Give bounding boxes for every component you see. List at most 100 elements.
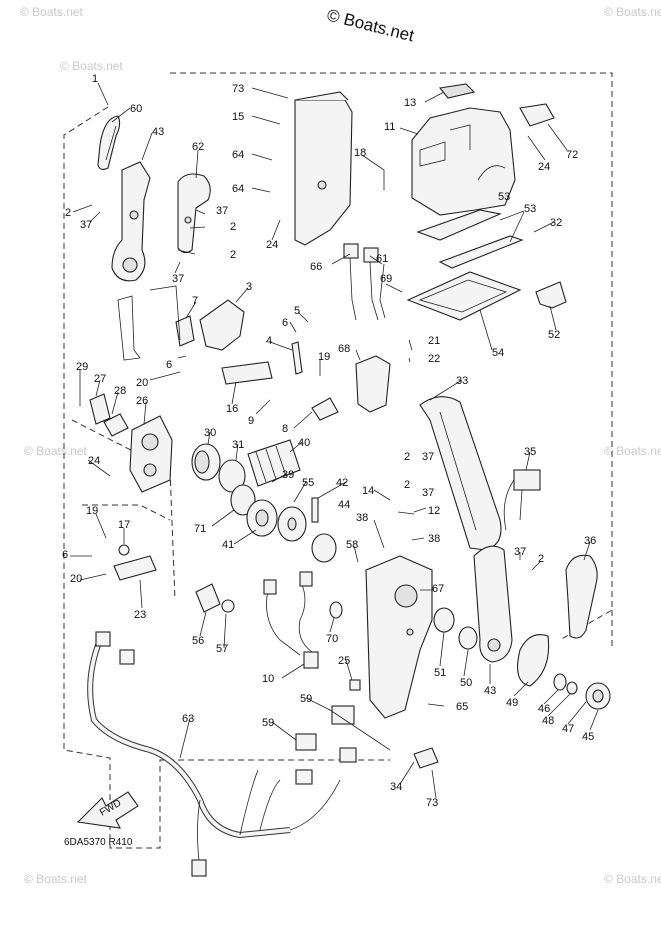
label-48: 48 <box>542 715 554 727</box>
label-37: 37 <box>80 219 92 231</box>
part-46-washer <box>553 673 567 691</box>
part-28-gasket <box>103 413 129 437</box>
part-26-housing <box>129 415 173 493</box>
part-mounting-plate <box>294 91 353 246</box>
label-13: 13 <box>404 97 416 109</box>
label-4: 4 <box>266 335 272 347</box>
label-11: 11 <box>384 121 395 133</box>
watermark-top-right: © Boats.net <box>604 5 661 19</box>
label-26: 26 <box>136 395 148 407</box>
label-29: 29 <box>76 361 88 373</box>
label-43: 43 <box>484 685 496 697</box>
label-37: 37 <box>514 546 526 558</box>
label-27: 27 <box>94 373 106 385</box>
label-2: 2 <box>538 553 544 565</box>
label-62: 62 <box>192 141 204 153</box>
part-55-washer <box>277 506 307 542</box>
label-6: 6 <box>166 359 172 371</box>
part-57-ring <box>221 599 235 613</box>
part-7-bracket <box>175 315 195 347</box>
label-60: 60 <box>130 103 142 115</box>
label-67: 67 <box>432 583 444 595</box>
label-2: 2 <box>230 249 236 261</box>
part-left-bracket-outline <box>117 285 181 361</box>
label-7: 7 <box>192 295 198 307</box>
label-43: 43 <box>152 126 164 138</box>
label-59: 59 <box>262 717 274 729</box>
assembly-outline <box>63 72 613 849</box>
fwd-arrow-icon: FWD <box>76 791 139 829</box>
part-23-bracket <box>113 555 157 581</box>
label-68: 68 <box>338 343 350 355</box>
part-labels: 1 60 43 62 2 37 37 2 2 37 73 15 64 64 24… <box>62 73 596 809</box>
label-42: 42 <box>336 477 348 489</box>
label-18: 18 <box>354 147 366 159</box>
label-6: 6 <box>282 317 288 329</box>
label-2: 2 <box>404 479 410 491</box>
watermark-mid-left: © Boats.net <box>24 444 88 458</box>
label-59: 59 <box>300 693 312 705</box>
part-10-harness <box>263 571 319 669</box>
part-11-housing-cover <box>411 107 516 216</box>
part-63-main-harness <box>87 631 341 877</box>
label-5: 5 <box>294 305 300 317</box>
part-35-connector <box>503 469 541 531</box>
label-46: 46 <box>538 703 550 715</box>
label-32: 32 <box>550 217 562 229</box>
label-53: 53 <box>498 191 510 203</box>
part-49-cover <box>517 634 550 687</box>
watermark-top-left: © Boats.net <box>20 5 84 19</box>
label-20: 20 <box>136 377 148 389</box>
label-8: 8 <box>282 423 288 435</box>
label-37: 37 <box>422 451 434 463</box>
label-40: 40 <box>298 437 310 449</box>
part-56-connector <box>195 583 221 613</box>
watermark-bottom-right: © Boats.net <box>604 872 661 886</box>
part-72-bracket <box>519 103 555 127</box>
part-51-ring <box>433 607 455 633</box>
part-4-shaft <box>291 341 303 375</box>
part-67-main-housing <box>365 555 433 719</box>
part-62-lever-arm <box>177 173 211 254</box>
label-24: 24 <box>88 455 100 467</box>
part-52-clip <box>535 281 567 309</box>
label-55: 55 <box>302 477 314 489</box>
label-38: 38 <box>356 512 368 524</box>
label-17: 17 <box>118 519 130 531</box>
part-41-gear <box>246 499 278 537</box>
part-70-plug <box>329 601 343 619</box>
label-2: 2 <box>230 221 236 233</box>
label-19: 19 <box>318 351 330 363</box>
copyright-text: © Boats.net <box>325 5 416 45</box>
label-37: 37 <box>422 487 434 499</box>
label-70: 70 <box>326 633 338 645</box>
label-52: 52 <box>548 329 560 341</box>
label-53: 53 <box>524 203 536 215</box>
label-38: 38 <box>428 533 440 545</box>
part-40-heatsink <box>247 439 301 487</box>
part-3-cam-bracket <box>199 299 245 351</box>
label-23: 23 <box>134 609 146 621</box>
label-61: 61 <box>376 253 388 265</box>
label-41: 41 <box>222 539 234 551</box>
label-31: 31 <box>232 439 244 451</box>
label-2: 2 <box>404 451 410 463</box>
part-71-ring <box>230 484 256 516</box>
label-33: 33 <box>456 375 468 387</box>
label-19: 19 <box>86 505 98 517</box>
part-42-pin <box>311 497 319 523</box>
watermark-bottom-left: © Boats.net <box>24 872 88 886</box>
label-47: 47 <box>562 723 574 735</box>
label-69: 69 <box>380 273 392 285</box>
label-58: 58 <box>346 539 358 551</box>
label-65: 65 <box>456 701 468 713</box>
part-68-box <box>355 355 391 413</box>
part-48-bearing <box>566 681 578 695</box>
watermarks: © Boats.net © Boats.net © Boats.net © Bo… <box>20 5 661 886</box>
label-24: 24 <box>538 161 550 173</box>
label-45: 45 <box>582 731 594 743</box>
label-24: 24 <box>266 239 278 251</box>
label-72: 72 <box>566 149 578 161</box>
label-54: 54 <box>492 347 504 359</box>
